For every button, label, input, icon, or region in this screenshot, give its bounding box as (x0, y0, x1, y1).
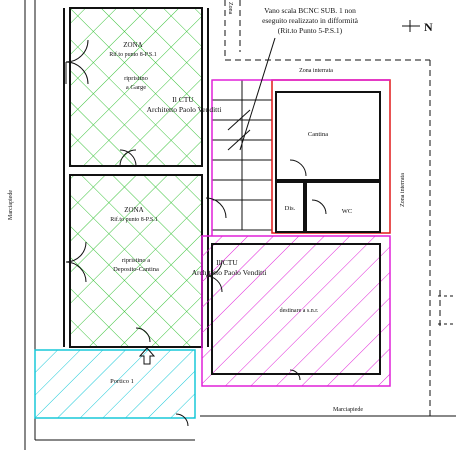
stairwell (211, 79, 273, 231)
north-label: N (424, 20, 433, 34)
entrance-arrow-icon (138, 347, 156, 365)
wc-label: WC (342, 208, 352, 215)
zona-1-use-line1: ripristino (124, 75, 148, 82)
ctu-2-title: Il CTU (216, 258, 238, 267)
snr-area (202, 236, 390, 386)
doors (65, 39, 327, 427)
note-leader-line (239, 37, 276, 151)
right-rooms (275, 91, 381, 233)
zona-2-ref: Rif.to punto 8-P.S.1 (110, 216, 158, 223)
zona-2-title: ZONA (124, 206, 143, 214)
zona-interrata-side-label: Zona interrata (400, 173, 406, 207)
marciapiede-bottom-label: Marciapiede (333, 407, 363, 413)
zona-top-label: Zona (227, 2, 233, 15)
stair-note-line2: eseguito realizzato in difformità (262, 16, 359, 25)
zona-interrata-top-label: Zona interrata (299, 68, 333, 74)
portico-area (35, 350, 195, 418)
destinare-label: destinare a s.n.r. (280, 308, 319, 314)
dis-label: Dis. (285, 205, 296, 212)
dashed-boundaries (224, 0, 441, 416)
ctu-1-title: Il CTU (172, 95, 194, 104)
stair-note-line3: (Rit.to Punto 5-P.S.1) (278, 26, 343, 35)
cantina-label: Cantina (308, 131, 328, 138)
zona-1-area (70, 8, 202, 166)
zona-1-use-line2: a Garge (126, 84, 146, 91)
ctu-2-name: Architetto Paolo Venditti (192, 268, 267, 277)
ctu-1-name: Architetto Paolo Venditti (147, 105, 222, 114)
zona-1-ref: Rif.to punto 8-P.S.1 (109, 51, 157, 58)
zona-2-use-line1: ripristino a (122, 257, 150, 264)
marciapiede-left-label: Marciapiede (8, 190, 14, 220)
stair-note-line1: Vano scala BCNC SUB. 1 non (264, 6, 356, 15)
zona-2-area (70, 175, 202, 347)
zona-1-title: ZONA (123, 41, 142, 49)
zona-2-use-line2: Deposito-Cantina (113, 266, 159, 273)
portico-label: Portico 1 (110, 378, 134, 385)
north-arrow-icon (402, 20, 420, 32)
